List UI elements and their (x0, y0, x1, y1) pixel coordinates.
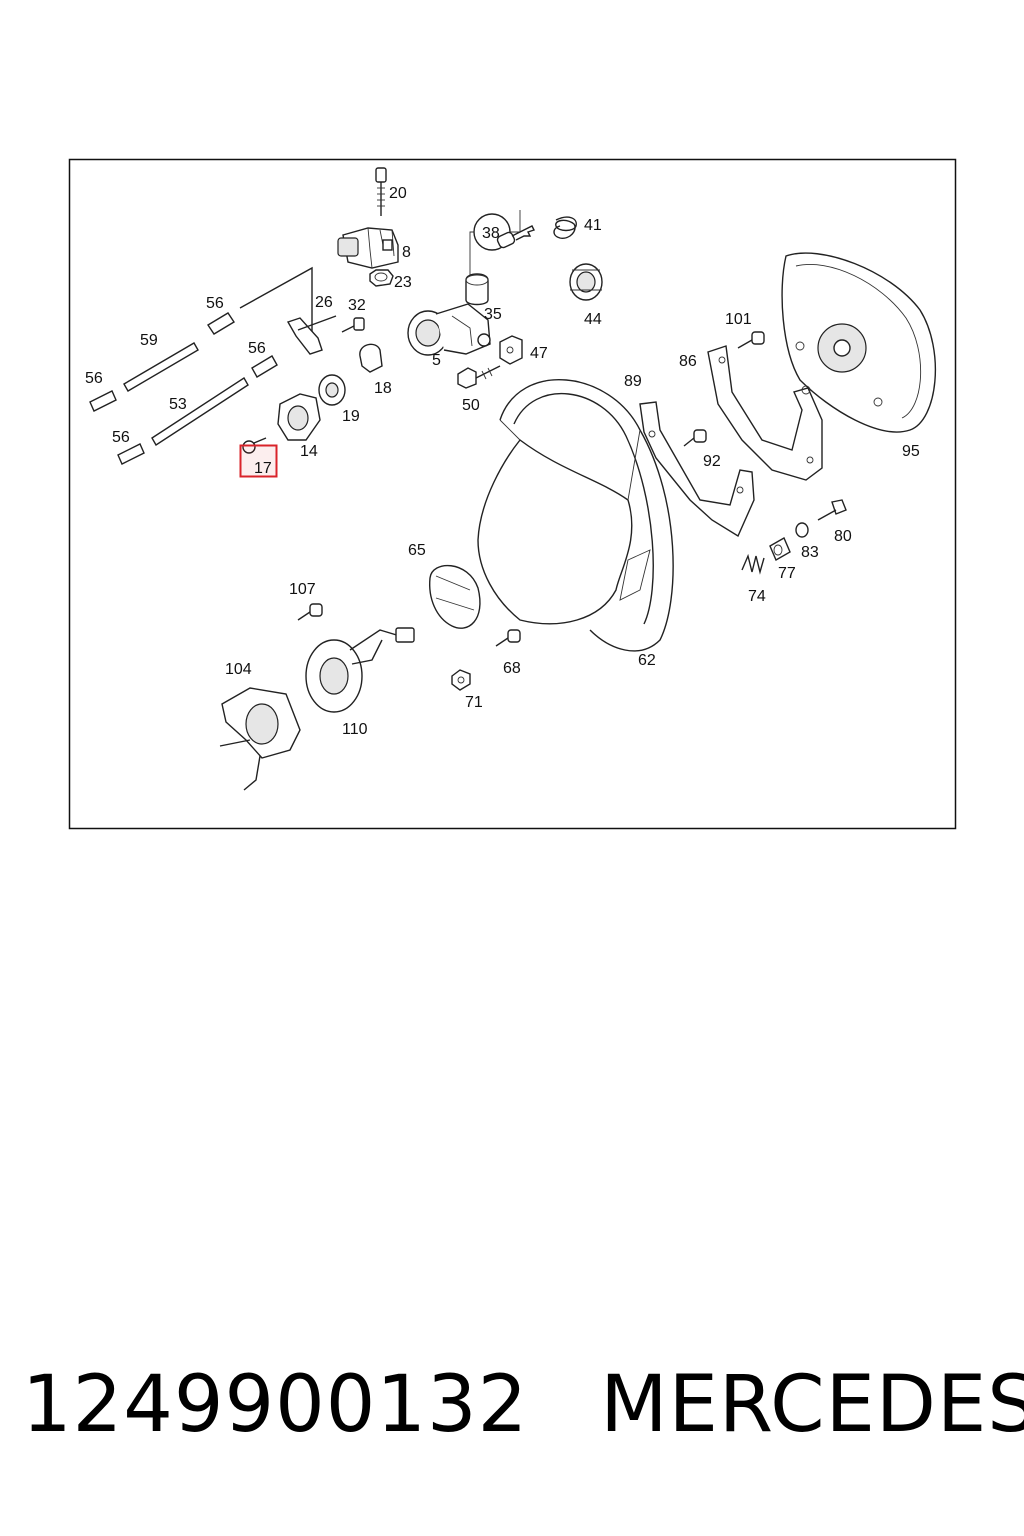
part-59-rod (123, 342, 199, 392)
label-107: 107 (289, 581, 316, 598)
label-89: 89 (624, 373, 642, 390)
label-56-left: 56 (85, 370, 103, 387)
part-71-nut (451, 669, 471, 691)
label-104: 104 (225, 661, 252, 678)
part-101-screw (737, 331, 765, 349)
part-5-lock-body (407, 303, 491, 356)
label-50: 50 (462, 397, 480, 414)
part-8-switch (337, 227, 399, 269)
label-71: 71 (465, 694, 483, 711)
part-74-spring (741, 553, 765, 575)
label-35: 35 (484, 306, 502, 323)
part-56-pins (89, 312, 278, 465)
label-83: 83 (801, 544, 819, 561)
part-95-airbag-module (781, 252, 936, 433)
part-50-bolt (457, 365, 501, 389)
label-86: 86 (679, 353, 697, 370)
label-68: 68 (503, 660, 521, 677)
part-62-steering-wheel (477, 379, 674, 652)
caption: 1249900132 MERCEDES (22, 1360, 1024, 1470)
brand-name: MERCEDES (600, 1360, 1024, 1450)
part-19-ring (318, 374, 346, 406)
label-53: 53 (169, 396, 187, 413)
label-8: 8 (402, 244, 411, 261)
label-62: 62 (638, 652, 656, 669)
label-41: 41 (584, 217, 602, 234)
label-59: 59 (140, 332, 158, 349)
label-74: 74 (748, 588, 766, 605)
label-18: 18 (374, 380, 392, 397)
label-26: 26 (315, 294, 333, 311)
label-14: 14 (300, 443, 318, 460)
label-65: 65 (408, 542, 426, 559)
part-107-screw (297, 603, 323, 621)
part-83-washer (795, 522, 809, 538)
part-18-clip (359, 343, 383, 373)
label-77: 77 (778, 565, 796, 582)
label-47: 47 (530, 345, 548, 362)
part-26-lever (239, 266, 337, 355)
part-number: 1249900132 (22, 1360, 529, 1450)
label-44: 44 (584, 311, 602, 328)
label-110: 110 (342, 721, 368, 738)
part-104-bracket (219, 687, 301, 791)
part-89-plate (639, 401, 755, 538)
part-77-sleeve (769, 537, 791, 561)
label-19: 19 (342, 408, 360, 425)
part-80-bolt (817, 499, 847, 521)
part-38-key (496, 225, 535, 249)
label-101: 101 (725, 311, 752, 328)
label-20: 20 (389, 185, 407, 202)
part-17-screw (242, 437, 267, 454)
part-47-bracket (499, 335, 523, 365)
part-110-clock-spring (305, 627, 415, 713)
label-92: 92 (703, 453, 721, 470)
part-23-nut (369, 269, 394, 287)
part-65-cover (429, 564, 481, 629)
part-32-screw (341, 317, 365, 333)
label-17: 17 (254, 460, 272, 477)
label-80: 80 (834, 528, 852, 545)
part-68-screw (495, 629, 521, 647)
part-53-rod (151, 377, 249, 446)
highlight-box-17[interactable] (239, 444, 278, 478)
label-56-low: 56 (112, 429, 130, 446)
part-35-lock-cylinder (465, 273, 489, 306)
part-92-screw (683, 429, 707, 447)
label-5: 5 (432, 352, 441, 369)
label-95: 95 (902, 443, 920, 460)
part-labels: 20 8 23 38 41 44 35 56 26 32 59 56 5 47 … (85, 185, 920, 738)
label-56-mid: 56 (248, 340, 266, 357)
label-56-top: 56 (206, 295, 224, 312)
part-41-spring (553, 216, 577, 239)
part-20-bolt (375, 167, 387, 216)
label-32: 32 (348, 297, 366, 314)
part-14-housing (277, 393, 321, 441)
label-23: 23 (394, 274, 412, 291)
label-38: 38 (482, 225, 500, 242)
part-44-housing (569, 263, 603, 301)
